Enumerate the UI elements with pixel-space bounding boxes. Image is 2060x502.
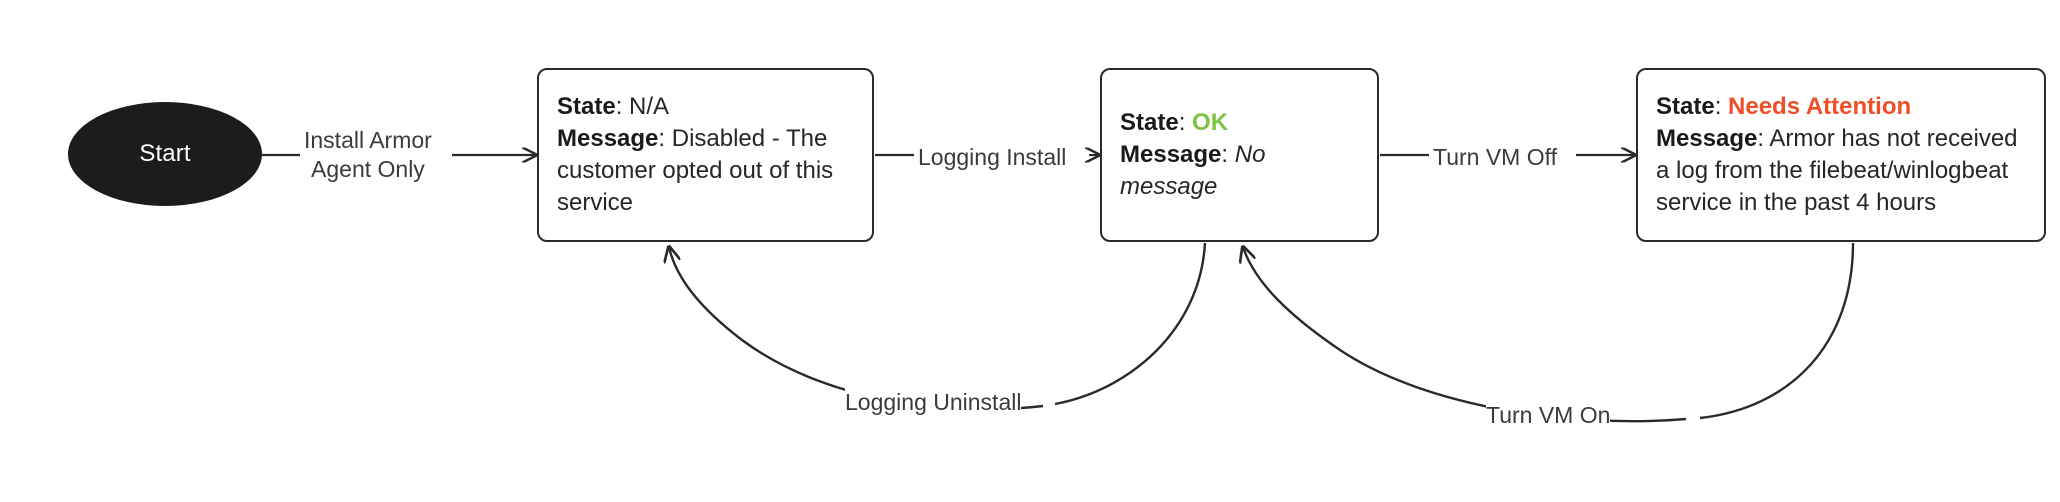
edge-label-logging-uninstall: Logging Uninstall <box>845 388 1022 418</box>
edge-turn-vm-on-segment-b <box>1243 247 1687 423</box>
node-state-ok-state-line: State: OK <box>1120 109 1229 137</box>
edge-turn-vm-on-segment-a <box>1699 242 1855 420</box>
node-state-ok-body: State: OK Message: No message <box>1102 107 1377 203</box>
node-start[interactable]: Start <box>68 102 262 206</box>
message-value: Disabled - The customer opted out of thi… <box>557 125 834 216</box>
edge-logging-uninstall-segment-b <box>669 247 1044 411</box>
edge-label-install-armor-agent-only: Install Armor Agent Only <box>304 126 432 185</box>
state-value: N/A <box>629 93 670 121</box>
node-state-needs-attention-body: State: Needs Attention Message: Armor ha… <box>1638 91 2044 219</box>
node-state-na-state-line: State: N/A <box>557 93 670 121</box>
status-badge-ok: OK <box>1192 109 1229 137</box>
state-key-label: State <box>1656 93 1715 121</box>
message-key-label: Message <box>1656 125 1758 153</box>
edge-label-turn-vm-on: Turn VM On <box>1486 401 1611 431</box>
state-key-label: State <box>1120 109 1179 137</box>
edge-label-logging-install: Logging Install <box>918 143 1067 173</box>
node-state-ok[interactable]: State: OK Message: No message <box>1100 68 1379 242</box>
message-key-label: Message <box>557 125 659 153</box>
message-value: Armor has not received a log from the fi… <box>1656 125 2018 216</box>
node-state-na-body: State: N/A Message: Disabled - The custo… <box>539 91 872 219</box>
message-key-label: Message <box>1120 141 1222 169</box>
edge-logging-uninstall-segment-a <box>1054 242 1207 406</box>
node-state-needs-attention[interactable]: State: Needs Attention Message: Armor ha… <box>1636 68 2046 242</box>
node-state-na[interactable]: State: N/A Message: Disabled - The custo… <box>537 68 874 242</box>
node-start-label: Start <box>139 140 191 167</box>
node-state-na-message-line: Message: Disabled - The customer opted o… <box>557 125 834 216</box>
edge-label-turn-vm-off: Turn VM Off <box>1433 143 1557 173</box>
node-state-needs-attention-state-line: State: Needs Attention <box>1656 93 1912 121</box>
node-state-ok-message-line: Message: No message <box>1120 141 1266 200</box>
status-badge-needs-attention: Needs Attention <box>1728 93 1912 121</box>
message-value: No message <box>1120 141 1266 200</box>
state-key-label: State <box>557 93 616 121</box>
node-state-needs-attention-message-line: Message: Armor has not received a log fr… <box>1656 125 2018 216</box>
